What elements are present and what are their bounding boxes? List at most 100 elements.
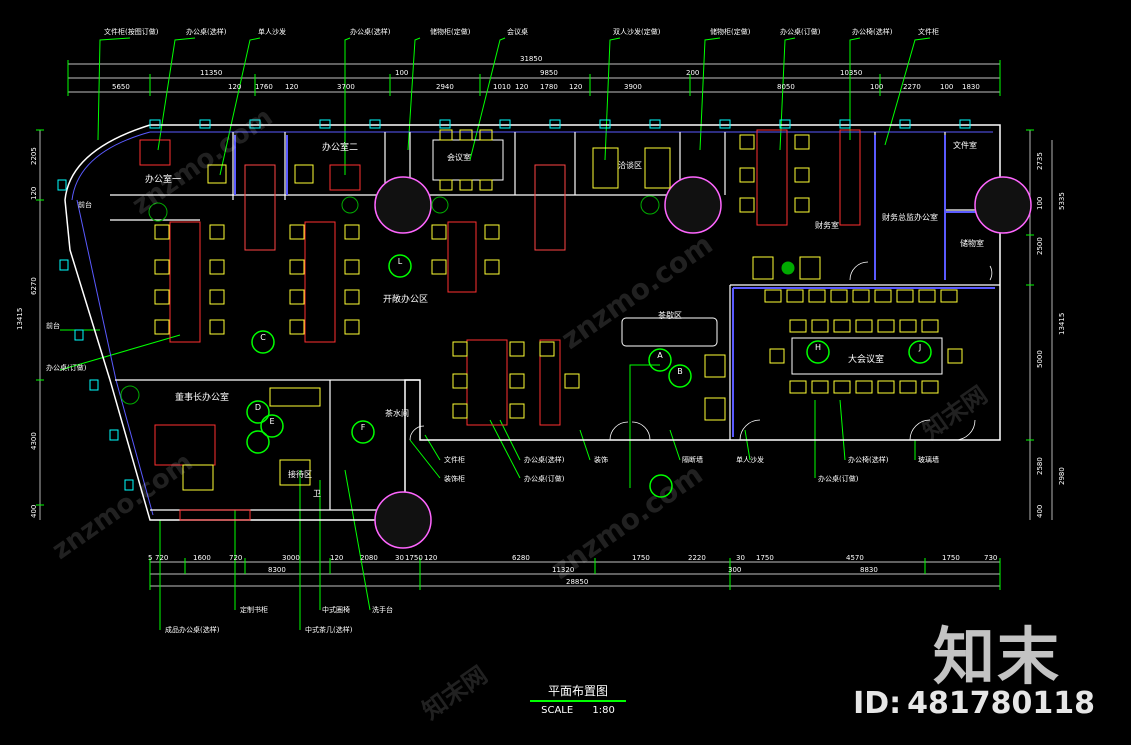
svg-text:300: 300 [728,566,741,574]
svg-text:办公桌(选样): 办公桌(选样) [186,27,227,36]
room-label-reception: 接待区 [288,469,312,479]
svg-text:D: D [255,403,261,412]
svg-text:400: 400 [30,505,38,518]
svg-text:5335: 5335 [1058,192,1066,210]
svg-text:4570: 4570 [846,554,864,562]
svg-text:5000: 5000 [1036,350,1044,368]
svg-text:2940: 2940 [436,83,454,91]
room-label-office2: 办公室二 [322,141,358,153]
drawing-title: 平面布置图 [530,682,626,702]
svg-text:11320: 11320 [552,566,574,574]
svg-text:8300: 8300 [268,566,286,574]
bottom-callout-labels: 成品办公桌(选样) 定制书柜 中式茶几(选样) 中式圈椅 洗手台 文件柜 装饰柜… [165,455,939,634]
svg-text:文件柜: 文件柜 [918,27,939,36]
svg-text:办公桌(选样): 办公桌(选样) [524,455,565,464]
left-callout-labels: 前台 办公桌(订做) [46,321,87,372]
svg-text:H: H [815,343,821,352]
svg-text:1750: 1750 [756,554,774,562]
room-label-meeting: 会议室 [447,152,471,162]
svg-text:30: 30 [395,554,404,562]
room-label-open-office: 开敞办公区 [383,293,428,305]
svg-text:31850: 31850 [520,55,542,63]
svg-text:办公桌(选样): 办公桌(选样) [350,27,391,36]
svg-text:znzmo.com: znzmo.com [47,447,199,566]
elevation-markers [246,254,932,498]
svg-text:1750: 1750 [942,554,960,562]
svg-text:1830: 1830 [962,83,980,91]
svg-text:100: 100 [395,69,408,77]
svg-text:储物柜(定做): 储物柜(定做) [710,27,751,36]
svg-text:L: L [398,257,403,266]
svg-text:120: 120 [330,554,343,562]
svg-text:3900: 3900 [624,83,642,91]
watermark-brand-logo: 知末 [932,620,1061,693]
room-label-tea-break: 茶歇区 [658,310,682,320]
svg-text:办公椅(选样): 办公椅(选样) [852,27,893,36]
svg-text:办公桌(订做): 办公桌(订做) [818,474,859,483]
svg-text:5650: 5650 [112,83,130,91]
dimension-text-top: 31850 11350 100 9850 200 10350 5650 120 … [112,55,980,91]
glass-partitions [234,135,995,437]
svg-text:储物柜(定做): 储物柜(定做) [430,27,471,36]
room-label-restroom: 卫 [313,489,321,498]
svg-text:2980: 2980 [1058,467,1066,485]
dimension-text-right: 2735 100 5335 2500 5000 13415 2580 2980 … [1036,152,1066,518]
svg-text:120: 120 [569,83,582,91]
dimension-text-left: 2205 120 6270 13415 4300 400 [16,147,38,518]
svg-text:6270: 6270 [30,277,38,295]
svg-text:办公桌(订做): 办公桌(订做) [46,363,87,372]
columns [374,176,1032,549]
svg-text:会议桌: 会议桌 [507,27,528,36]
stairs [244,164,566,251]
svg-text:11350: 11350 [200,69,222,77]
svg-text:2270: 2270 [903,83,921,91]
svg-text:730: 730 [984,554,997,562]
svg-text:120: 120 [285,83,298,91]
svg-text:玻璃墙: 玻璃墙 [918,455,939,464]
scale-value: 1:80 [592,705,615,716]
svg-text:720: 720 [229,554,242,562]
svg-text:8050: 8050 [777,83,795,91]
svg-text:3000: 3000 [282,554,300,562]
svg-text:中式圈椅: 中式圈椅 [322,605,350,614]
svg-text:5: 5 [148,554,152,562]
svg-text:4300: 4300 [30,432,38,450]
svg-text:1600: 1600 [193,554,211,562]
svg-text:10350: 10350 [840,69,862,77]
doors [409,261,993,441]
svg-text:100: 100 [870,83,883,91]
svg-text:装饰: 装饰 [594,455,608,464]
svg-text:单人沙发: 单人沙发 [736,455,764,464]
svg-text:13415: 13415 [16,308,24,330]
svg-text:2735: 2735 [1036,152,1044,170]
scale-label: SCALE [541,705,574,716]
svg-text:1010: 1010 [493,83,511,91]
svg-text:120: 120 [30,187,38,200]
svg-text:定制书柜: 定制书柜 [240,605,268,614]
conference-chairs [439,129,963,394]
svg-text:前台: 前台 [46,321,60,330]
room-labels: 办公室一 办公室二 会议室 洽谈区 财务室 财务总监办公室 文件室 储物室 开敞… [78,140,984,498]
svg-text:成品办公桌(选样): 成品办公桌(选样) [165,625,220,634]
watermark-id: ID:481780118 [853,686,1101,721]
watermark-id-value: 481780118 [907,686,1095,721]
svg-text:1760: 1760 [255,83,273,91]
room-label-tea-room: 茶水间 [385,408,409,418]
room-label-conference: 大会议室 [848,353,884,365]
svg-text:30: 30 [736,554,745,562]
room-label-chairman: 董事长办公室 [175,391,229,403]
dimension-lines [39,63,1053,587]
interior-walls [110,132,1000,511]
svg-text:文件柜: 文件柜 [444,455,465,464]
svg-text:J: J [918,343,921,352]
room-label-front-desk: 前台 [78,200,92,209]
svg-text:3700: 3700 [337,83,355,91]
svg-text:办公桌(订做): 办公桌(订做) [524,474,565,483]
room-label-finance-director: 财务总监办公室 [882,212,938,222]
svg-text:单人沙发: 单人沙发 [258,27,286,36]
svg-text:隔断墙: 隔断墙 [682,455,703,464]
room-label-finance: 财务室 [815,220,839,230]
svg-text:知末网: 知末网 [917,381,992,445]
plants [120,195,795,405]
